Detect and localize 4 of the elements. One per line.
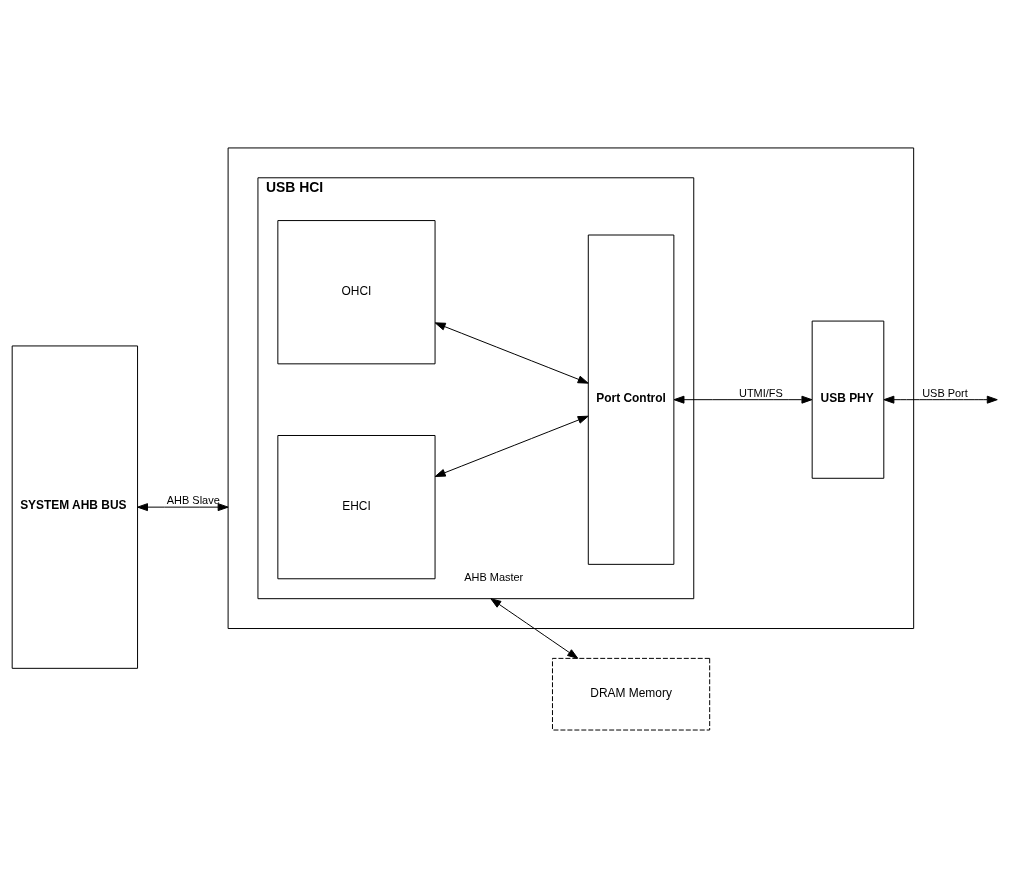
edge-label: AHB Master bbox=[464, 570, 524, 583]
edge-label: UTMI/FS bbox=[739, 386, 783, 399]
edge-label: AHB Slave bbox=[166, 493, 220, 506]
edge-label: USB Port bbox=[922, 386, 968, 399]
